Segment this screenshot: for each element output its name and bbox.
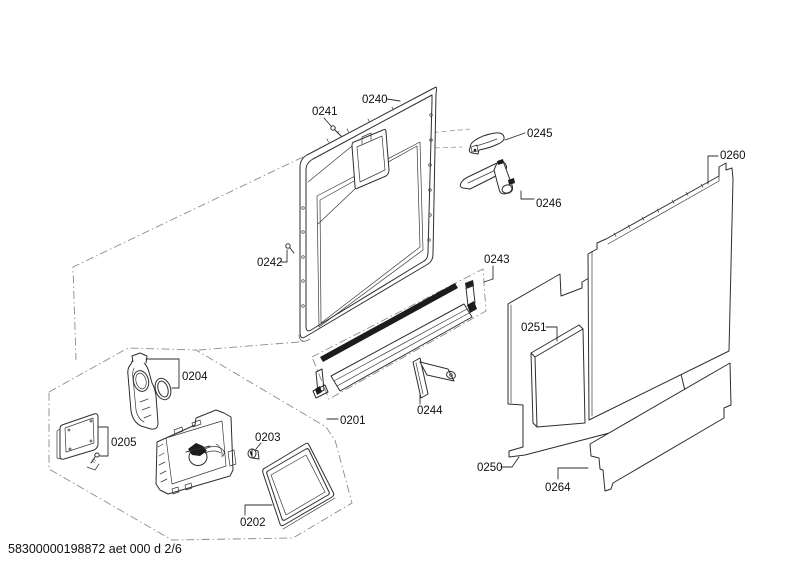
leader-0204	[145, 358, 180, 389]
door-seal-strip	[320, 283, 458, 362]
seal-ring-0204	[154, 377, 172, 401]
leader-0240	[386, 98, 401, 102]
channel-strip	[330, 303, 473, 392]
leader-0250	[500, 456, 520, 468]
screw-0205-icon	[86, 452, 100, 471]
door-rivets	[301, 106, 433, 308]
group-boundary-0201	[48, 347, 353, 541]
leader-0205	[97, 426, 109, 457]
mount-line-0246	[370, 146, 463, 151]
part-label-0243: 0243	[484, 254, 510, 266]
bracket-0244	[412, 357, 456, 399]
part-label-0203: 0203	[255, 432, 281, 444]
leader-0202	[244, 504, 273, 516]
door-corner-fold	[298, 334, 311, 342]
inner-door-frame	[305, 94, 433, 332]
seal-strip-group-0243	[312, 280, 477, 399]
part-label-0202: 0202	[240, 517, 266, 529]
leader-0245	[504, 132, 526, 141]
leader-0246	[520, 190, 535, 200]
screw-0241-icon	[330, 125, 342, 137]
leader-0203	[255, 442, 262, 450]
leader-0260	[707, 155, 719, 185]
leader-0251	[545, 326, 558, 342]
part-label-0244: 0244	[417, 405, 443, 417]
detergent-dispenser	[155, 409, 237, 495]
part-label-0241: 0241	[312, 106, 338, 118]
dispenser-cutout-tab	[361, 132, 372, 145]
part-labels: 0240 0241 0242 0243 0244 0245 0246 0260 …	[111, 94, 746, 529]
leader-0264	[557, 467, 589, 480]
part-label-0250: 0250	[477, 462, 503, 474]
part-label-0204: 0204	[182, 371, 208, 383]
part-label-0245: 0245	[527, 128, 553, 140]
cover-plate-0205	[56, 413, 99, 460]
part-label-0260: 0260	[720, 150, 746, 162]
door-crease-2	[317, 187, 357, 225]
guide-line-top-left	[72, 156, 304, 361]
latch-part-0246	[459, 159, 515, 195]
strip-end-bracket-left	[312, 368, 329, 399]
latch-part-0245	[468, 132, 505, 155]
part-label-0240: 0240	[362, 94, 388, 106]
dispenser-group-0201	[56, 352, 336, 530]
document-code: 58300000198872 aet 000 d 2/6	[8, 542, 182, 556]
dispenser-cutout	[351, 128, 390, 190]
leader-lines	[97, 98, 719, 516]
part-label-0264: 0264	[545, 482, 571, 494]
part-label-0201: 0201	[340, 415, 366, 427]
leader-0242	[280, 249, 288, 263]
door-crease-1	[307, 145, 353, 183]
inner-door-outline	[299, 86, 437, 339]
part-label-0205: 0205	[111, 437, 137, 449]
outer-door-panel-0260	[587, 162, 734, 421]
dispenser-cutout-inner	[356, 135, 386, 183]
leader-0243	[483, 265, 494, 283]
part-label-0246: 0246	[536, 198, 562, 210]
vent-piece-0204	[127, 352, 159, 430]
strip-end-bracket-right	[465, 280, 477, 313]
kick-panel-0264	[589, 362, 732, 492]
screw-0242-icon	[285, 243, 295, 254]
part-label-0242: 0242	[257, 257, 283, 269]
inner-door-panel-0240	[285, 86, 437, 342]
guide-line-door-bottom	[198, 341, 300, 351]
part-label-0251: 0251	[521, 322, 547, 334]
hinge-rail-ticks	[613, 183, 704, 237]
window-frame-0202	[262, 442, 336, 530]
knob-0203	[247, 448, 260, 460]
leader-0241	[323, 117, 332, 127]
insert-panel-0251	[530, 324, 586, 428]
